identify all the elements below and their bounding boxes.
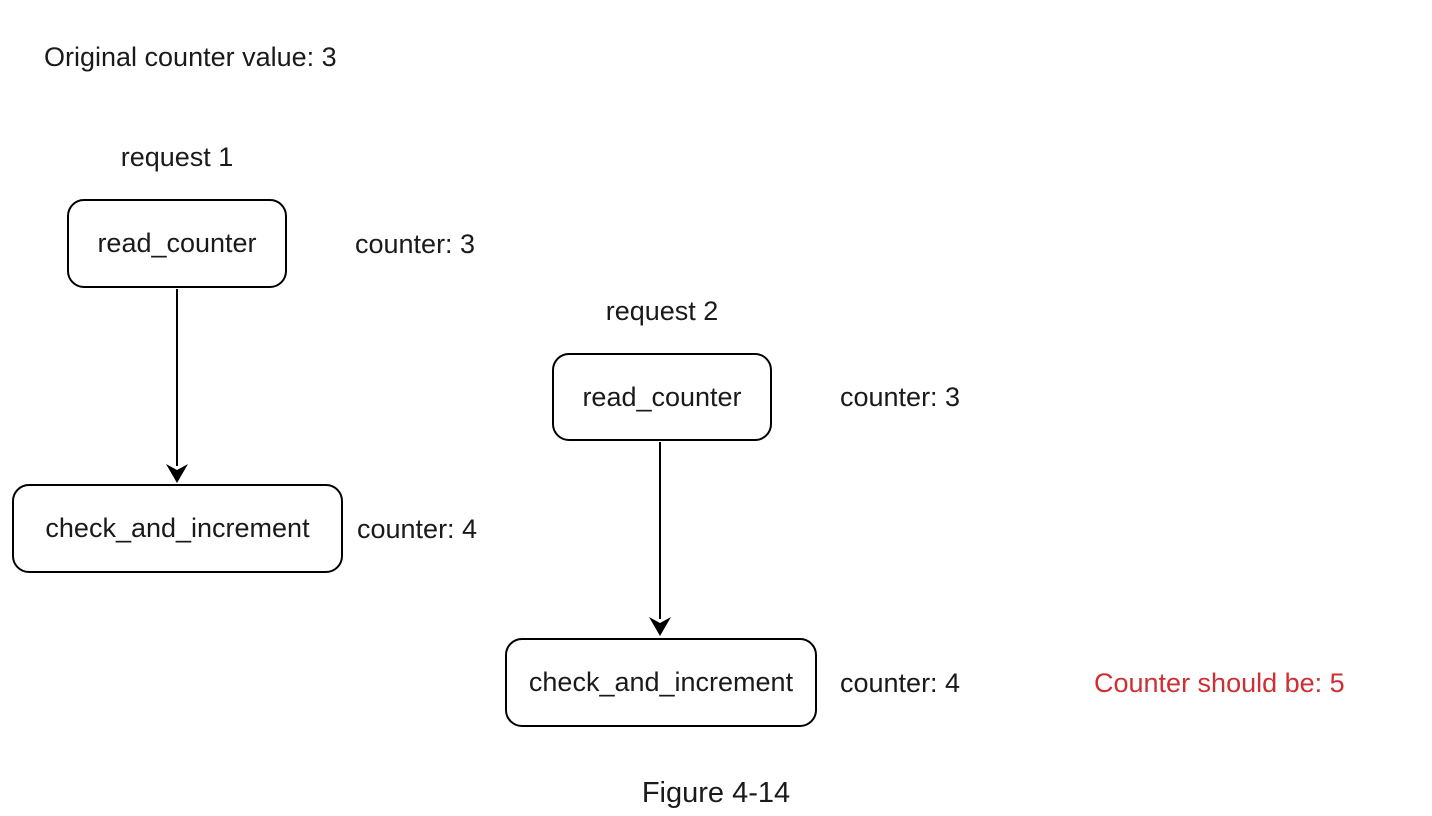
request2-read-counter-node: read_counter: [552, 353, 772, 441]
node-label: read_counter: [582, 381, 742, 412]
request2-label: request 2: [605, 296, 719, 326]
request1-read-counter-node: read_counter: [67, 199, 287, 288]
request1-label: request 1: [120, 142, 234, 172]
request1-check-and-increment-node: check_and_increment: [12, 484, 343, 573]
request1-read-counter-state: counter: 3: [355, 228, 476, 259]
node-label: check_and_increment: [528, 667, 794, 697]
node-label: read_counter: [97, 228, 257, 258]
node-label: check_and_increment: [45, 513, 310, 543]
figure-caption: Figure 4-14: [641, 777, 791, 809]
request1-check-and-increment-state: counter: 4: [357, 513, 478, 544]
arrow-request1-flow: [166, 289, 188, 483]
original-counter-value-label: Original counter value: 3: [44, 42, 337, 72]
request2-check-and-increment-state: counter: 4: [840, 667, 961, 698]
arrow-request2-flow: [649, 442, 671, 636]
counter-should-be-note: Counter should be: 5: [1094, 667, 1345, 698]
request2-read-counter-state: counter: 3: [840, 382, 961, 412]
request2-check-and-increment-node: check_and_increment: [505, 638, 817, 727]
